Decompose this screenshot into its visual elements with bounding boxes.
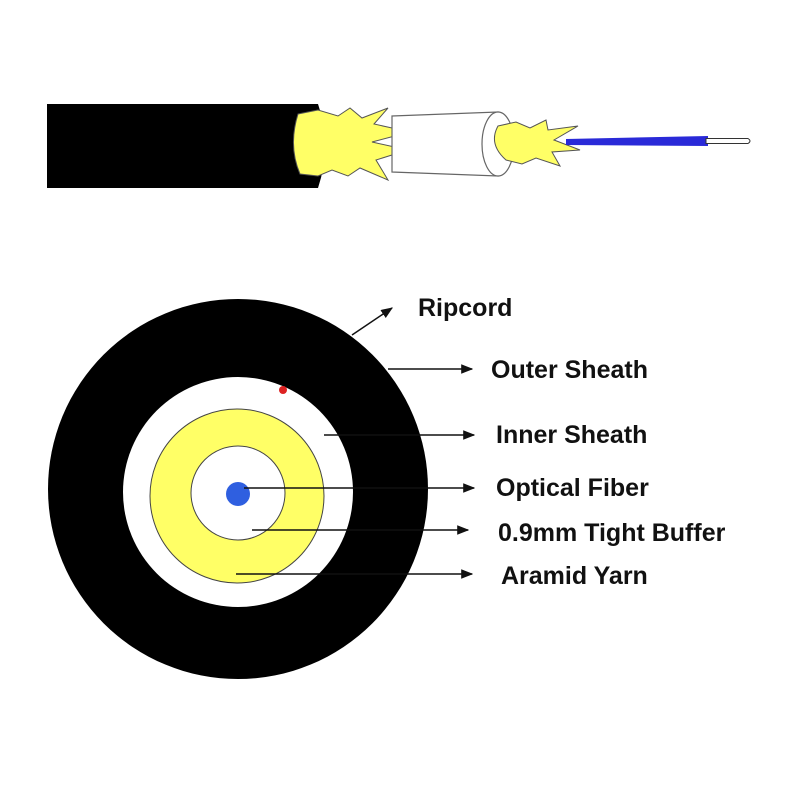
- cable-side-view: [47, 104, 751, 188]
- side-aramid-yarn-2: [493, 119, 581, 167]
- cross-optical-fiber: [226, 482, 250, 506]
- cable-cross-section: [48, 299, 428, 679]
- cross-ripcord: [279, 386, 287, 394]
- label-tight-buffer: 0.9mm Tight Buffer: [498, 519, 726, 547]
- label-aramid-yarn: Aramid Yarn: [501, 562, 648, 590]
- leader-lines: [236, 307, 476, 579]
- side-outer-sheath: [47, 104, 325, 188]
- label-optical-fiber: Optical Fiber: [496, 474, 649, 502]
- label-outer-sheath: Outer Sheath: [491, 356, 648, 384]
- label-inner-sheath: Inner Sheath: [496, 421, 647, 449]
- label-ripcord: Ripcord: [418, 294, 512, 322]
- side-tight-buffer: [566, 136, 708, 146]
- leader-ripcord: [351, 307, 393, 336]
- side-optical-fiber: [705, 138, 751, 144]
- component-labels: Ripcord Outer Sheath Inner Sheath Optica…: [418, 294, 726, 590]
- side-aramid-yarn: [293, 107, 411, 182]
